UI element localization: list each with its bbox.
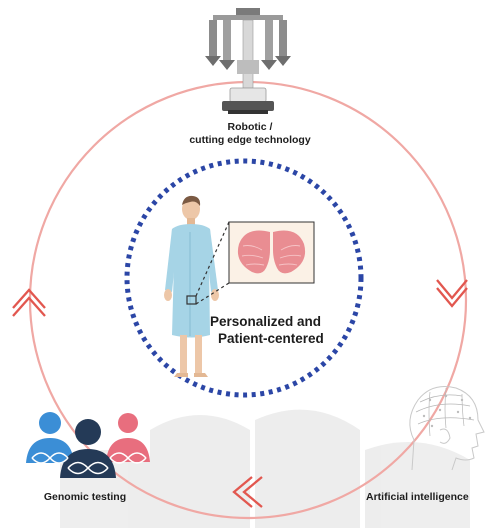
label-robotic-line2: cutting edge technology xyxy=(189,134,311,146)
label-center-line2: Patient-centered xyxy=(218,331,324,346)
genomic-people-icon xyxy=(26,412,150,478)
label-center-line1: Personalized and xyxy=(210,314,322,329)
label-robotic: Robotic / cutting edge technology xyxy=(150,121,350,147)
label-artificial-intelligence: Artificial intelligence xyxy=(366,491,469,503)
ai-head-icon xyxy=(409,386,485,471)
dotted-circle xyxy=(124,158,364,398)
cycle-arrow-icon xyxy=(436,279,468,308)
cycle-arrow-icon xyxy=(12,288,46,317)
organ-detail-icon xyxy=(228,221,315,284)
label-genomic-testing: Genomic testing xyxy=(43,491,127,503)
cycle-arrow-icon xyxy=(232,476,263,508)
patient-figure-icon xyxy=(164,195,230,377)
label-center: Personalized and Patient-centered xyxy=(210,313,345,347)
label-robotic-line1: Robotic / xyxy=(227,121,273,133)
surgical-robot-icon xyxy=(205,8,291,114)
